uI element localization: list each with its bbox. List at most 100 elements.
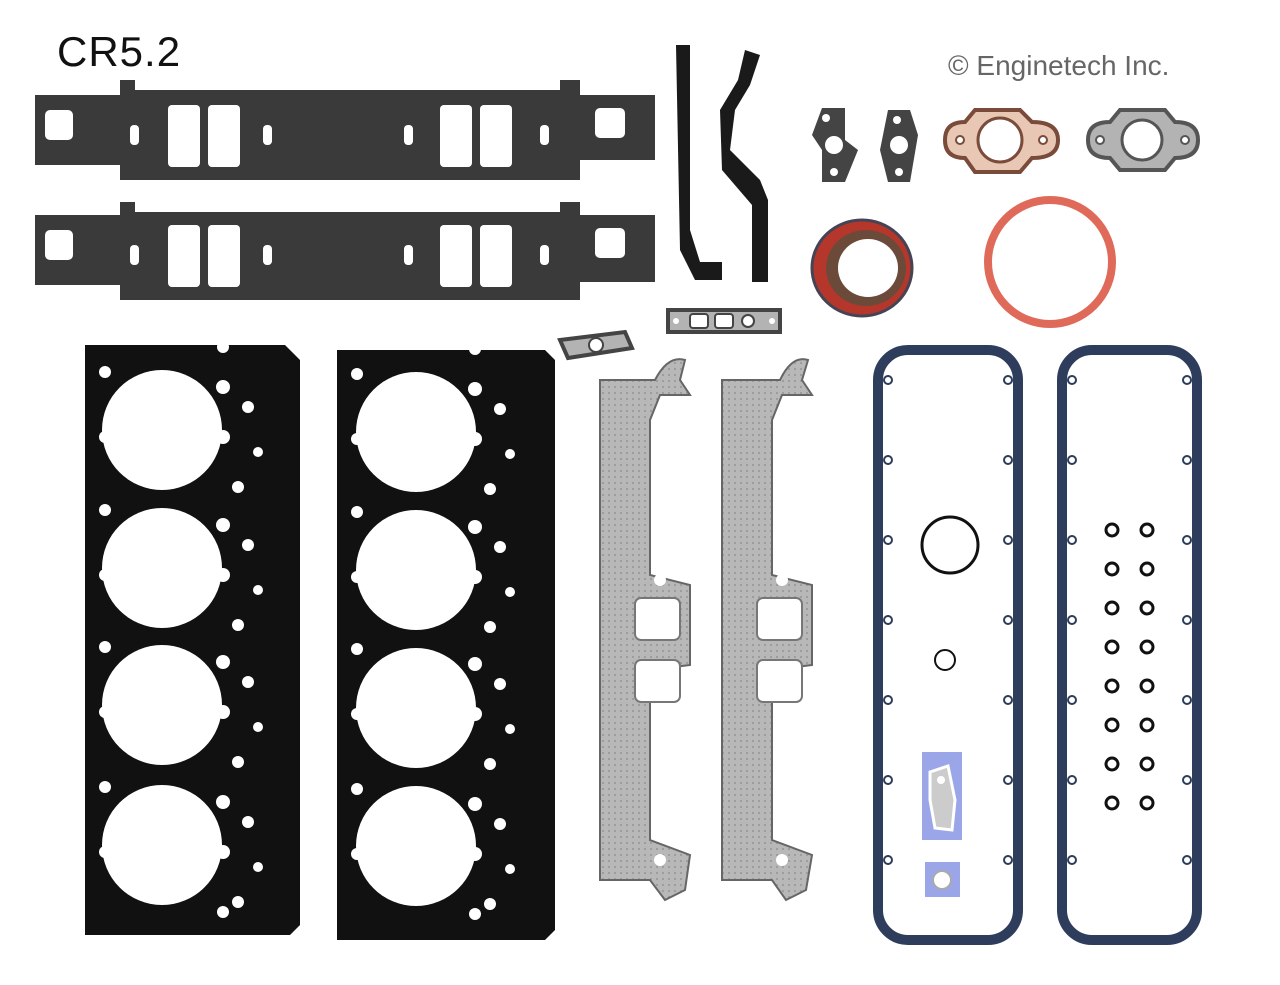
copyright-notice: © Enginetech Inc. bbox=[948, 50, 1170, 81]
bolt-hole bbox=[883, 375, 893, 385]
bolt-hole bbox=[1067, 615, 1077, 625]
bolt-hole bbox=[351, 571, 363, 583]
bolt-hole bbox=[1139, 522, 1155, 538]
bolt-hole bbox=[468, 707, 482, 721]
bolt-hole bbox=[253, 722, 263, 732]
bolt-hole bbox=[1067, 535, 1077, 545]
bolt-hole bbox=[351, 643, 363, 655]
bolt-hole bbox=[216, 568, 230, 582]
bolt-hole bbox=[468, 797, 482, 811]
bolt-hole bbox=[99, 641, 111, 653]
timing-cover-seal-left bbox=[676, 45, 722, 280]
bolt-hole bbox=[468, 570, 482, 584]
water-neck-gasket-2 bbox=[880, 110, 918, 182]
valve-cover-gasket-right bbox=[1057, 345, 1202, 945]
bolt-hole bbox=[351, 708, 363, 720]
bolt-hole bbox=[1104, 639, 1120, 655]
bolt-hole bbox=[1104, 756, 1120, 772]
bolt-hole bbox=[1003, 695, 1013, 705]
bolt-hole bbox=[351, 783, 363, 795]
bolt-hole bbox=[216, 845, 230, 859]
crankshaft-front-seal bbox=[810, 218, 914, 318]
bolt-hole bbox=[232, 619, 244, 631]
bolt-hole bbox=[1067, 695, 1077, 705]
bolt-hole bbox=[99, 431, 111, 443]
bolt-hole bbox=[99, 781, 111, 793]
bolt-hole bbox=[1182, 855, 1192, 865]
bolt-hole bbox=[351, 433, 363, 445]
bolt-hole bbox=[99, 366, 111, 378]
bolt-hole bbox=[505, 724, 515, 734]
valve-cover-gasket-left bbox=[873, 345, 1023, 945]
large-o-ring-gasket bbox=[984, 196, 1116, 328]
bolt-hole bbox=[1182, 455, 1192, 465]
bolt-hole bbox=[494, 678, 506, 690]
exhaust-manifold-gasket-left bbox=[599, 358, 692, 902]
bolt-hole bbox=[351, 506, 363, 518]
bolt-hole bbox=[1003, 535, 1013, 545]
intake-manifold-gasket-lower bbox=[35, 202, 655, 300]
bolt-hole bbox=[484, 898, 496, 910]
water-pump-gasket bbox=[666, 308, 782, 334]
bolt-hole bbox=[494, 818, 506, 830]
bolt-hole bbox=[216, 518, 230, 532]
intake-manifold-gasket-upper bbox=[35, 80, 655, 180]
bolt-hole bbox=[99, 706, 111, 718]
bolt-hole bbox=[1067, 375, 1077, 385]
bolt-hole bbox=[1104, 522, 1120, 538]
bolt-hole bbox=[232, 481, 244, 493]
bolt-hole bbox=[242, 816, 254, 828]
bolt-hole bbox=[1139, 756, 1155, 772]
cylinder-head-gasket-left bbox=[85, 341, 300, 935]
bolt-hole bbox=[484, 621, 496, 633]
bolt-hole bbox=[1139, 600, 1155, 616]
bolt-hole bbox=[217, 341, 229, 353]
bolt-hole bbox=[1003, 375, 1013, 385]
bolt-hole bbox=[1139, 717, 1155, 733]
bolt-hole bbox=[1067, 775, 1077, 785]
bolt-hole bbox=[1139, 561, 1155, 577]
bolt-hole bbox=[253, 447, 263, 457]
bolt-hole bbox=[468, 432, 482, 446]
bolt-hole bbox=[1003, 855, 1013, 865]
valve-stem-seals bbox=[1104, 522, 1155, 811]
washer-packet bbox=[925, 862, 960, 897]
distributor-o-ring bbox=[920, 515, 980, 575]
bolt-hole bbox=[216, 705, 230, 719]
bolt-hole bbox=[505, 864, 515, 874]
bolt-hole bbox=[216, 795, 230, 809]
bolt-hole bbox=[468, 382, 482, 396]
steel-flange-gasket bbox=[1085, 108, 1201, 172]
bolt-hole bbox=[1003, 455, 1013, 465]
bolt-hole bbox=[469, 343, 481, 355]
bolt-hole bbox=[1182, 535, 1192, 545]
bolt-hole bbox=[1067, 855, 1077, 865]
bolt-hole bbox=[1104, 678, 1120, 694]
bolt-hole bbox=[883, 855, 893, 865]
bolt-hole bbox=[468, 520, 482, 534]
bolt-hole bbox=[216, 380, 230, 394]
bolt-hole bbox=[242, 401, 254, 413]
water-neck-gasket-1 bbox=[812, 108, 858, 182]
bolt-hole bbox=[1139, 795, 1155, 811]
bolt-hole bbox=[1104, 795, 1120, 811]
bolt-hole bbox=[1182, 695, 1192, 705]
bolt-hole bbox=[99, 846, 111, 858]
bolt-hole bbox=[1067, 455, 1077, 465]
bolt-hole bbox=[1104, 561, 1120, 577]
bolt-hole bbox=[505, 587, 515, 597]
sensor-gasket-packet bbox=[922, 752, 962, 840]
bolt-hole bbox=[253, 585, 263, 595]
bolt-hole bbox=[99, 504, 111, 516]
bolt-hole bbox=[883, 535, 893, 545]
bolt-hole bbox=[883, 775, 893, 785]
bolt-hole bbox=[1182, 375, 1192, 385]
bolt-hole bbox=[351, 848, 363, 860]
bolt-hole bbox=[1104, 717, 1120, 733]
bypass-gasket-small bbox=[557, 329, 635, 361]
cylinder-head-gasket-right bbox=[337, 343, 555, 940]
bolt-hole bbox=[217, 906, 229, 918]
bolt-hole bbox=[1182, 615, 1192, 625]
bolt-hole bbox=[1003, 775, 1013, 785]
